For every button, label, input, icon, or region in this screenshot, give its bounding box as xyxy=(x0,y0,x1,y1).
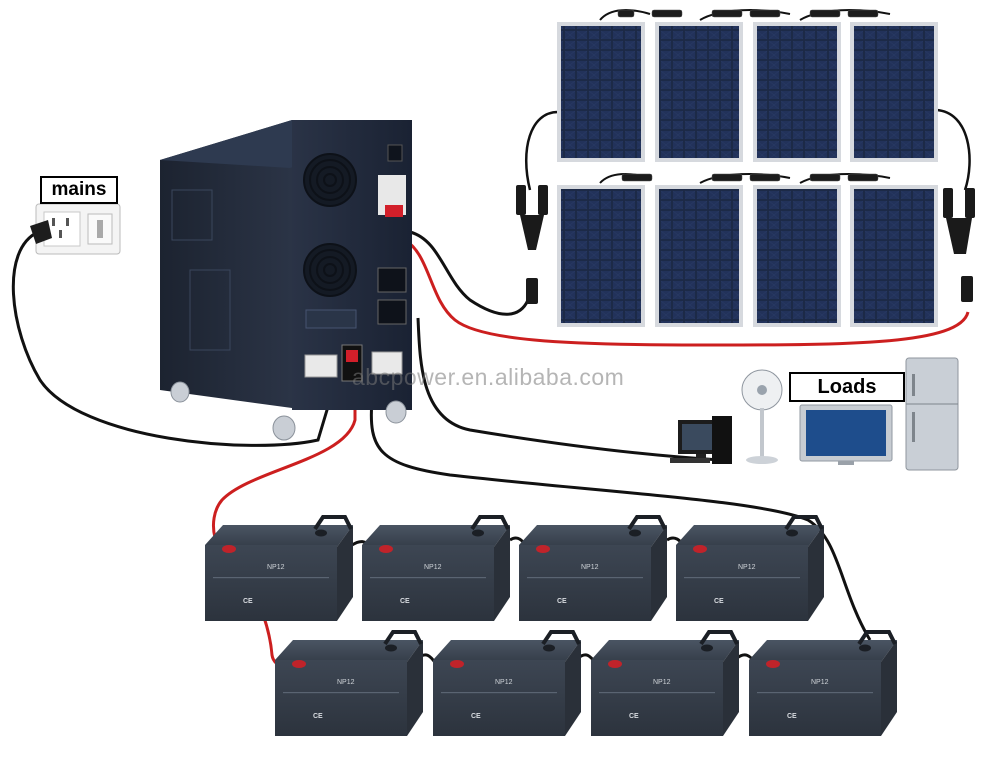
mains-plug xyxy=(30,220,52,244)
battery-model-label: NP12 xyxy=(738,564,756,571)
pv-left-harness xyxy=(524,110,559,191)
battery-cert-label: CE xyxy=(629,713,639,720)
pv-negative-cable xyxy=(409,230,530,316)
y-branch-right xyxy=(943,188,975,302)
solar-panel xyxy=(557,22,645,162)
battery-cert-label: CE xyxy=(400,598,410,605)
battery-model-label: NP12 xyxy=(424,564,442,571)
solar-panel xyxy=(655,22,743,162)
battery-model-label: NP12 xyxy=(811,679,829,686)
fan-bottom xyxy=(303,243,357,297)
solar-array xyxy=(516,9,975,327)
tv-icon xyxy=(799,404,893,465)
fan-icon xyxy=(741,369,783,464)
battery-cert-label: CE xyxy=(313,713,323,720)
pv-right-harness xyxy=(935,108,971,191)
casters xyxy=(170,381,407,441)
battery-cert-label: CE xyxy=(471,713,481,720)
solar-panel xyxy=(557,185,645,327)
battery-model-label: NP12 xyxy=(337,679,355,686)
solar-panel xyxy=(850,22,938,162)
loads-label: Loads xyxy=(789,372,905,402)
watermark: abcpower.en.alibaba.com xyxy=(352,364,625,390)
solar-panel xyxy=(850,185,938,327)
battery-negative-cable xyxy=(369,399,872,641)
fan-top xyxy=(303,153,357,207)
loads-group xyxy=(670,357,959,471)
y-branch-left xyxy=(516,185,548,304)
wall-socket xyxy=(30,203,121,255)
loads-cable xyxy=(416,317,721,462)
mains-cable xyxy=(11,230,332,447)
battery-cert-label: CE xyxy=(787,713,797,720)
mc4-connectors xyxy=(599,9,891,184)
battery-bank: NP12CENP12CENP12CENP12CENP12CENP12CENP12… xyxy=(205,515,897,736)
solar-panel xyxy=(753,22,841,162)
battery-model-label: NP12 xyxy=(653,679,671,686)
battery-cert-label: CE xyxy=(243,598,253,605)
battery-cert-label: CE xyxy=(557,598,567,605)
battery-model-label: NP12 xyxy=(495,679,513,686)
pv-positive-cable xyxy=(404,238,970,347)
fridge-icon xyxy=(905,357,959,471)
computer-icon xyxy=(670,416,732,464)
solar-panel xyxy=(655,185,743,327)
battery-cert-label: CE xyxy=(714,598,724,605)
battery-model-label: NP12 xyxy=(581,564,599,571)
inverter-cabinet xyxy=(160,120,412,441)
mains-label: mains xyxy=(40,176,118,204)
battery-model-label: NP12 xyxy=(267,564,285,571)
solar-panel xyxy=(753,185,841,327)
